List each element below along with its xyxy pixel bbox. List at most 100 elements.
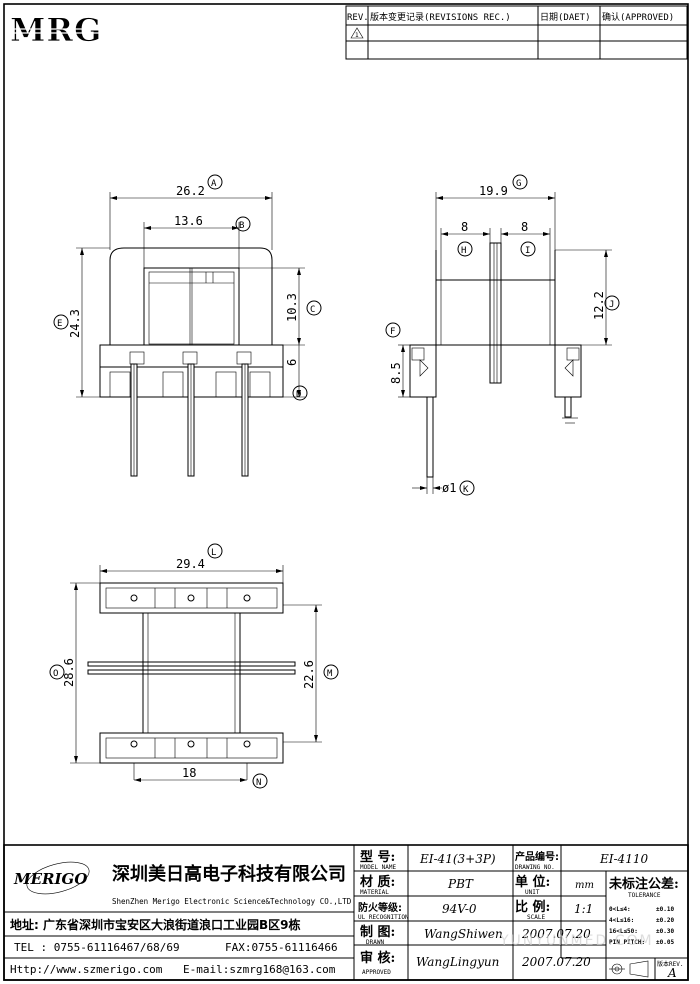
- dim-F-label: F: [390, 327, 395, 337]
- dim-L: 29.4 L: [99, 543, 284, 583]
- revision-mark: 1: [355, 32, 359, 39]
- rev-label: 版本REV.: [657, 960, 683, 968]
- dim-B-label: B: [239, 221, 244, 231]
- tolerance-range-2: 4<L≤16:: [609, 917, 634, 924]
- dim-A-label: A: [211, 179, 217, 189]
- tolerance-range-3: 16<L≤50:: [609, 928, 638, 935]
- dim-D: 6 D: [283, 345, 308, 401]
- tolerance-value-1: ±0.10: [656, 906, 674, 913]
- dim-L-value: 29.4: [176, 557, 205, 571]
- company-email: E-mail:szmrg168@163.com: [183, 963, 336, 976]
- title-block: MERIGO 深圳美日高电子科技有限公司 ShenZhen Merigo Ele…: [3, 844, 689, 981]
- watermark: YUNYUNMED.COM: [499, 933, 654, 949]
- dim-A-value: 26.2: [176, 184, 205, 198]
- tolerance-range-4: PIN PITCH:: [609, 939, 645, 946]
- drawing-no-label: 产品编号:: [515, 850, 559, 863]
- dim-J-label: J: [609, 300, 614, 310]
- material-sublabel: MATERIAL: [360, 889, 389, 896]
- dim-H-value: 8: [461, 220, 468, 234]
- dim-O-value: 28.6: [62, 658, 76, 687]
- company-name-en: ShenZhen Merigo Electronic Science&Techn…: [112, 897, 352, 906]
- merigo-orbit-icon: [26, 861, 90, 895]
- dim-C: 10.3 C: [239, 267, 322, 346]
- dim-M-label: M: [327, 669, 333, 679]
- tolerance-value-4: ±0.05: [656, 939, 674, 946]
- dim-H: 8 H: [440, 220, 491, 257]
- dim-K-value: ø1: [442, 481, 456, 495]
- dim-H-label: H: [461, 246, 466, 256]
- model-label: 型 号:: [360, 849, 395, 865]
- dim-N: 18 N: [134, 766, 268, 789]
- drawn-label: 制 图:: [360, 924, 395, 940]
- merigo-brand: MERIGO: [13, 870, 87, 888]
- dim-E: 24.3 E: [53, 247, 110, 398]
- unit-value: mm: [575, 880, 594, 891]
- tolerance-sublabel: TOLERANCE: [628, 892, 661, 899]
- dim-B: 13.6 B: [143, 214, 251, 268]
- projection-symbol-icon: [609, 960, 649, 978]
- drawing-no-value: EI-4110: [599, 852, 648, 866]
- record-col-header: 版本变更记录(REVISIONS REC.): [370, 11, 511, 23]
- company-tel: TEL : 0755-61116467/68/69: [14, 941, 180, 954]
- revision-table: REV. 版本变更记录(REVISIONS REC.) 日期(DAET) 确认(…: [345, 5, 688, 60]
- mrg-logo: MRG: [10, 11, 120, 49]
- front-view: [99, 247, 284, 477]
- dim-B-value: 13.6: [174, 214, 203, 228]
- dim-I: 8 I: [500, 220, 551, 257]
- dim-N-value: 18: [182, 766, 196, 780]
- fire-rating-label: 防火等级:: [358, 901, 402, 914]
- tolerance-value-3: ±0.30: [656, 928, 674, 935]
- company-website: Http://www.szmerigo.com: [10, 963, 163, 976]
- dim-I-label: I: [525, 246, 530, 256]
- model-sublabel: MODEL NAME: [360, 864, 397, 871]
- tolerance-title: 未标注公差:: [608, 876, 679, 892]
- dim-C-value: 10.3: [285, 293, 299, 322]
- dim-A: 26.2 A: [109, 174, 273, 250]
- unit-sublabel: UNIT: [525, 889, 540, 896]
- dim-G-value: 19.9: [479, 184, 508, 198]
- dim-M-value: 22.6: [302, 660, 316, 689]
- dim-O: 28.6 O: [49, 582, 100, 764]
- dim-M: 22.6 M: [283, 604, 339, 743]
- tolerance-value-2: ±0.20: [656, 917, 674, 924]
- drawn-date-value: 2007.07.20: [521, 927, 591, 941]
- approved-date-value: 2007.07.20: [521, 955, 591, 969]
- dim-G: 19.9 G: [435, 174, 556, 250]
- fire-rating-value: 94V-0: [442, 902, 477, 916]
- date-col-header: 日期(DAET): [540, 12, 591, 23]
- logo-text: MRG: [10, 11, 102, 49]
- material-label: 材 质:: [360, 874, 395, 890]
- approved-label: 审 核:: [360, 950, 395, 966]
- dim-K: ø1 K: [412, 477, 475, 496]
- dim-D-value: 6: [285, 359, 299, 366]
- drawn-sublabel: DRAWN: [366, 939, 384, 946]
- dim-I-value: 8: [521, 220, 528, 234]
- dim-C-label: C: [310, 305, 315, 315]
- tolerance-range-1: 0<L≤4:: [609, 906, 631, 913]
- bottom-view: [87, 582, 296, 780]
- dim-J-value: 12.2: [592, 291, 606, 320]
- dim-G-label: G: [516, 179, 521, 189]
- scale-label: 比 例:: [515, 899, 550, 915]
- approved-col-header: 确认(APPROVED): [602, 11, 674, 23]
- company-name-cn: 深圳美日高电子科技有限公司: [112, 863, 346, 885]
- dim-K-label: K: [463, 485, 469, 495]
- company-address: 地址: 广东省深圳市宝安区大浪街道浪口工业园B区9栋: [10, 917, 300, 932]
- approved-sublabel: APPROVED: [362, 969, 391, 976]
- dim-J: 12.2 J: [555, 249, 620, 346]
- approved-by-value: WangLingyun: [416, 955, 499, 969]
- side-view: [409, 242, 582, 478]
- scale-value: 1:1: [574, 902, 593, 916]
- company-fax: FAX:0755-61116466: [225, 941, 338, 954]
- dim-E-label: E: [57, 319, 62, 329]
- dim-D-label: D: [296, 390, 301, 400]
- unit-label: 单 位:: [515, 874, 550, 890]
- drawn-by-value: WangShiwen: [424, 927, 503, 941]
- dim-L-label: L: [211, 548, 216, 558]
- dim-F: 8.5 F: [385, 322, 410, 398]
- material-value: PBT: [447, 877, 474, 891]
- dim-F-value: 8.5: [389, 362, 403, 384]
- dim-N-label: N: [256, 778, 261, 788]
- rev-value: A: [667, 966, 677, 980]
- revision-triangle-icon: [350, 27, 364, 39]
